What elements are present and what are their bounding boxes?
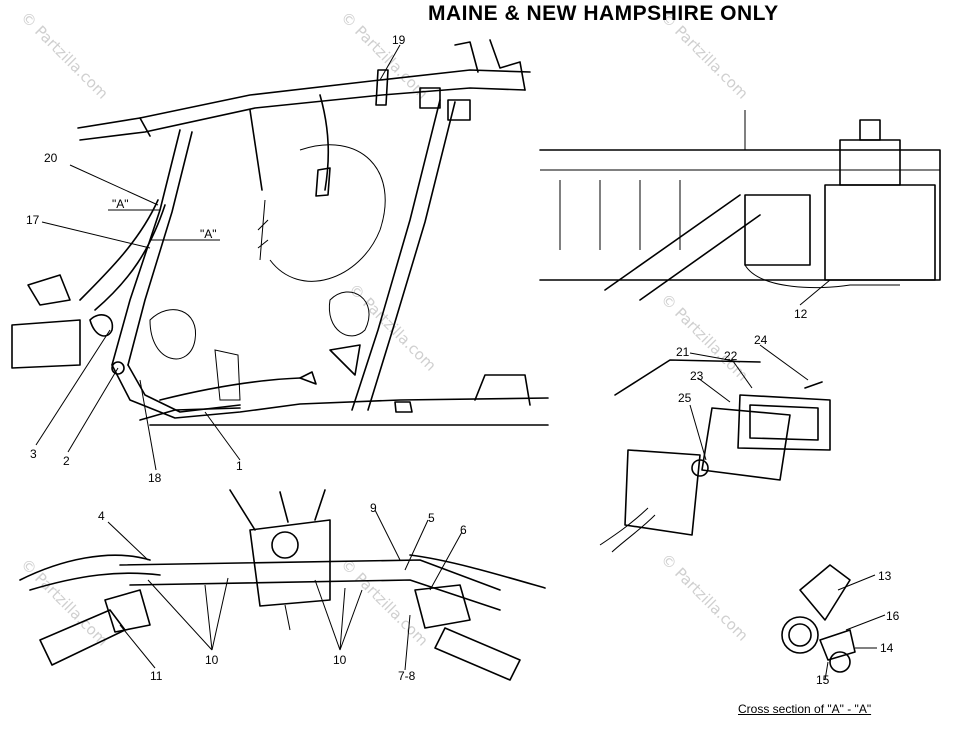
callout-3: 3 [30,447,37,461]
watermark-text: © Partzilla.com [17,8,112,103]
watermark-text: © Partzilla.com [657,550,752,645]
callout-25: 25 [678,391,692,405]
tail-relay-illustration [539,110,941,301]
handlebar-illustration [19,489,546,681]
callout-4: 4 [98,509,105,523]
callout-16: 16 [886,609,900,623]
callout-17: 17 [26,213,40,227]
callout-2: 2 [63,454,70,468]
cross-section-illustration [781,564,856,673]
callout-7-8: 7-8 [398,669,416,683]
cross-section-caption: Cross section of "A" - "A" [738,702,872,716]
section-marker-a: "A" [200,227,217,241]
callout-20: 20 [44,151,58,165]
diagram-title: MAINE & NEW HAMPSHIRE ONLY [428,2,779,25]
callout-12: 12 [794,307,808,321]
callout-13: 13 [878,569,892,583]
callout-5: 5 [428,511,435,525]
callout-15: 15 [816,673,830,687]
watermark-text: © Partzilla.com [17,555,112,650]
watermark-text: © Partzilla.com [657,290,752,385]
callout-6: 6 [460,523,467,537]
callout-22: 22 [724,349,738,363]
callout-1: 1 [236,459,243,473]
callout-23: 23 [690,369,704,383]
frame-harness-illustration [11,39,549,426]
callout-19: 19 [392,33,406,47]
watermark-text: © Partzilla.com [337,8,432,103]
leader-lines [35,44,886,681]
callout-10-left: 10 [205,653,219,667]
callout-10-right: 10 [333,653,347,667]
watermark-text: © Partzilla.com [345,280,440,375]
callout-21: 21 [676,345,690,359]
callout-14: 14 [880,641,894,655]
callout-9: 9 [370,501,377,515]
section-marker-a: "A" [112,197,129,211]
callout-24: 24 [754,333,768,347]
callout-11: 11 [150,669,163,683]
license-light-illustration [599,359,831,553]
callout-18: 18 [148,471,162,485]
callout-labels: 1 2 3 4 5 6 7-8 9 10 10 11 12 13 14 15 1… [26,33,900,687]
